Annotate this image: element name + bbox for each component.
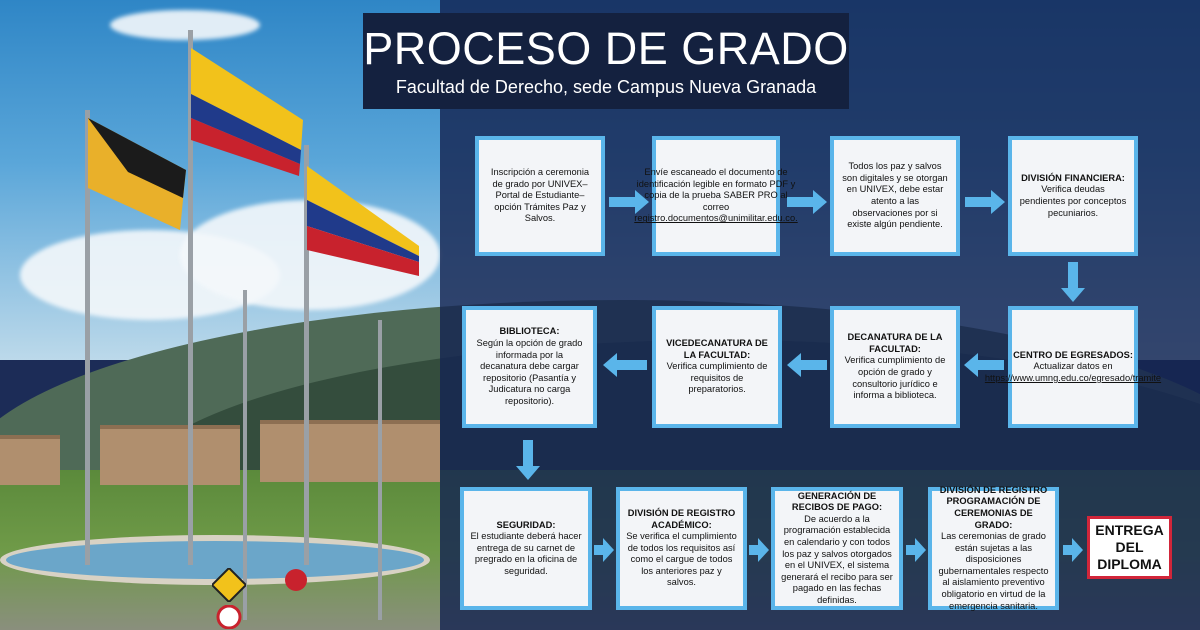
cloud bbox=[110, 10, 260, 40]
arrow-left-icon bbox=[787, 353, 827, 377]
step-title: DIVISIÓN DE REGISTRO PROGRAMACIÓN DE CER… bbox=[939, 484, 1048, 530]
step-inscripcion: Inscripción a ceremonia de grado por UNI… bbox=[475, 136, 605, 256]
page-subtitle: Facultad de Derecho, sede Campus Nueva G… bbox=[395, 77, 817, 97]
arrow-right-icon bbox=[906, 538, 926, 562]
step-body: El estudiante deberá hacer entrega de su… bbox=[470, 531, 582, 576]
step-vicedecanatura: VICEDECANATURA DE LA FACULTAD:Verifica c… bbox=[652, 306, 782, 428]
step-title: GENERACIÓN DE RECIBOS DE PAGO: bbox=[791, 490, 883, 513]
step-seguridad: SEGURIDAD:El estudiante deberá hacer ent… bbox=[460, 487, 592, 610]
step-body: Inscripción a ceremonia de grado por UNI… bbox=[490, 167, 590, 224]
flag-pole bbox=[188, 30, 193, 565]
step-paz-y-salvos: Todos los paz y salvos son digitales y s… bbox=[830, 136, 960, 256]
arrow-right-icon bbox=[1063, 538, 1083, 562]
step-body: Las ceremonias de grado están sujetas a … bbox=[938, 531, 1049, 611]
arrow-right-icon bbox=[594, 538, 614, 562]
speed-limit-sign-icon bbox=[216, 605, 242, 629]
step-body: De acuerdo a la programación establecida… bbox=[781, 513, 893, 605]
arrow-left-icon bbox=[603, 353, 647, 377]
step-title: CENTRO DE EGRESADOS: bbox=[1013, 349, 1133, 360]
egresados-link[interactable]: https://www.umng.edu.co/egresado/tramite bbox=[984, 372, 1162, 383]
building bbox=[100, 425, 240, 485]
step-title: SEGURIDAD: bbox=[496, 519, 556, 530]
arrow-right-icon bbox=[787, 190, 827, 214]
final-label: ENTREGA DEL DIPLOMA bbox=[1095, 522, 1164, 572]
building bbox=[260, 420, 440, 482]
step-body: Verifica cumplimiento de opción de grado… bbox=[844, 355, 946, 401]
step-division-financiera: DIVISIÓN FINANCIERA:Verifica deudas pend… bbox=[1008, 136, 1138, 256]
lamp-post bbox=[243, 290, 247, 620]
step-title: BIBLIOTECA: bbox=[499, 326, 560, 337]
stop-sign-icon bbox=[285, 569, 307, 591]
colombia-flag bbox=[191, 48, 303, 176]
step-body: Verifica deudas pendientes por conceptos… bbox=[1019, 184, 1127, 218]
arrow-down-icon bbox=[1061, 262, 1085, 302]
step-title: DIVISIÓN DE REGISTRO ACADÉMICO: bbox=[627, 507, 736, 530]
pedestrian-sign-icon bbox=[212, 568, 246, 602]
flag-pole bbox=[304, 145, 309, 565]
flag-pole bbox=[85, 110, 90, 565]
step-body: Según la opción de grado informada por l… bbox=[476, 338, 583, 406]
step-body: Se verifica el cumplimiento de todos los… bbox=[626, 531, 737, 588]
entrega-diploma-box: ENTREGA DEL DIPLOMA bbox=[1087, 516, 1172, 579]
step-decanatura: DECANATURA DE LA FACULTAD:Verifica cumpl… bbox=[830, 306, 960, 428]
arrow-left-icon bbox=[964, 353, 1004, 377]
step-body: Envíe escaneado el documento de identifi… bbox=[636, 167, 796, 212]
building bbox=[0, 435, 60, 485]
step-registro-academico: DIVISIÓN DE REGISTRO ACADÉMICO:Se verifi… bbox=[616, 487, 747, 610]
colombia-flag bbox=[307, 166, 419, 276]
page-title: PROCESO DE GRADO bbox=[363, 23, 849, 74]
email-link[interactable]: registro.documentos@unimilitar.edu.co. bbox=[634, 213, 798, 224]
arrow-down-icon bbox=[516, 440, 540, 480]
university-flag bbox=[88, 118, 186, 230]
step-recibos-pago: GENERACIÓN DE RECIBOS DE PAGO:De acuerdo… bbox=[771, 487, 903, 610]
step-programacion-ceremonias: DIVISIÓN DE REGISTRO PROGRAMACIÓN DE CER… bbox=[928, 484, 1059, 611]
title-banner: PROCESO DE GRADO Facultad de Derecho, se… bbox=[363, 13, 849, 109]
arrow-right-icon bbox=[965, 190, 1005, 214]
step-body: Todos los paz y salvos son digitales y s… bbox=[842, 161, 948, 230]
step-body: Verifica cumplimiento de requisitos de p… bbox=[666, 361, 768, 395]
arrow-right-icon bbox=[749, 538, 769, 562]
step-title: DIVISIÓN FINANCIERA: bbox=[1021, 172, 1125, 183]
step-title: DECANATURA DE LA FACULTAD: bbox=[847, 332, 943, 354]
lamp-post bbox=[378, 320, 382, 620]
step-envio-documentos: Envíe escaneado el documento de identifi… bbox=[634, 136, 798, 256]
step-title: VICEDECANATURA DE LA FACULTAD: bbox=[666, 338, 768, 360]
step-biblioteca: BIBLIOTECA:Según la opción de grado info… bbox=[462, 306, 597, 428]
step-body: Actualizar datos en bbox=[1033, 361, 1113, 372]
arrow-right-icon bbox=[609, 190, 649, 214]
